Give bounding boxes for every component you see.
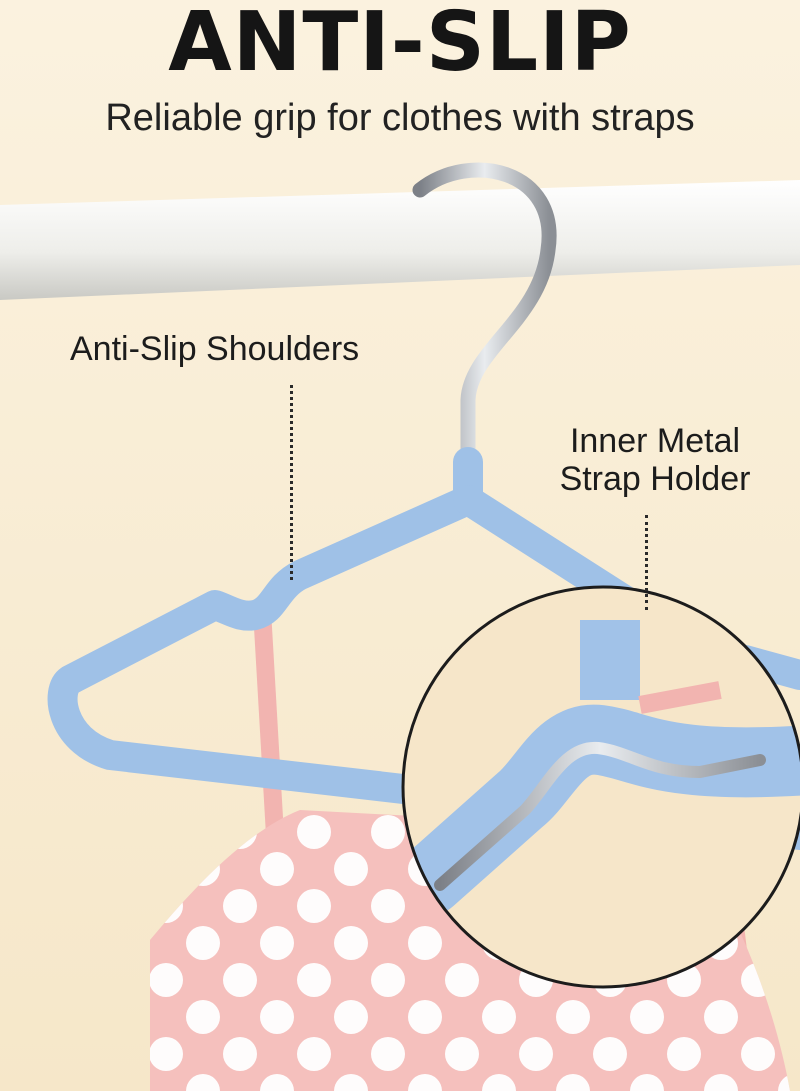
callout-shoulders-leader (290, 385, 293, 580)
hanger-hook (412, 162, 557, 463)
page-subtitle: Reliable grip for clothes with straps (105, 97, 695, 139)
garment-strap-left (253, 609, 284, 836)
callout-strap-holder-line2: Strap Holder (559, 460, 751, 498)
callout-strap-holder-leader (645, 515, 648, 610)
magnifier-circle (401, 585, 800, 989)
closet-rod (0, 180, 800, 300)
inner-metal-wire (434, 741, 766, 891)
callout-shoulders: Anti-Slip Shoulders (70, 330, 360, 368)
callout-strap-holder: Inner Metal Strap Holder (520, 422, 790, 498)
page-title: ANTI-SLIP (168, 0, 632, 90)
callout-strap-holder-line1: Inner Metal (569, 422, 741, 460)
